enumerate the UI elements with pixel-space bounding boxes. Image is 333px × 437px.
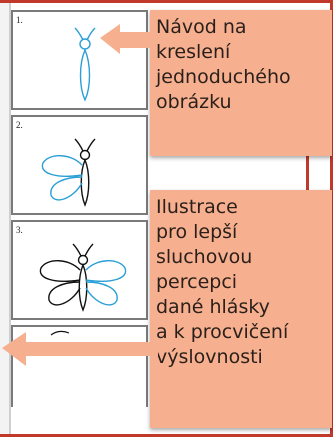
red-frame-bottom: [0, 434, 333, 437]
callout-line: obrázku: [156, 91, 232, 113]
callout-illustration-purpose: Ilustrace pro lepší sluchovou percepci d…: [150, 190, 332, 428]
callout-line: kreslení: [156, 41, 231, 63]
callout-line: dané hlásky: [156, 296, 270, 318]
callout-line: Návod na: [156, 16, 247, 38]
butterfly-wings-icon: [41, 138, 96, 207]
drawing-step-2: 2.: [11, 115, 148, 215]
callout-drawing-guide: Návod na kreslení jednoduchého obrázku: [150, 10, 332, 156]
step-number: 1.: [16, 15, 23, 25]
partial-drawing: [50, 330, 70, 336]
step-number: 2.: [16, 120, 23, 130]
red-frame-top: [0, 0, 333, 3]
left-arrow-icon: [2, 332, 158, 366]
drawing-step-4: [11, 325, 148, 407]
drawing-step-1: 1.: [11, 10, 148, 110]
paper-edge: [0, 0, 11, 437]
drawing-step-3: 3.: [11, 220, 148, 320]
callout-line: jednoduchého: [156, 66, 291, 88]
callout-line: a k procvičení: [156, 321, 289, 343]
left-arrow-icon: [100, 24, 156, 54]
callout-line: sluchovou: [156, 246, 253, 268]
red-frame-mid: [306, 150, 309, 190]
butterfly-body-icon: [74, 27, 96, 102]
step-number: 3.: [16, 225, 23, 235]
callout-line: Ilustrace: [156, 196, 238, 218]
callout-line: percepci: [156, 271, 238, 293]
callout-line: pro lepší: [156, 221, 238, 243]
butterfly-full-icon: [39, 243, 127, 312]
callout-line: výslovnosti: [156, 346, 263, 368]
